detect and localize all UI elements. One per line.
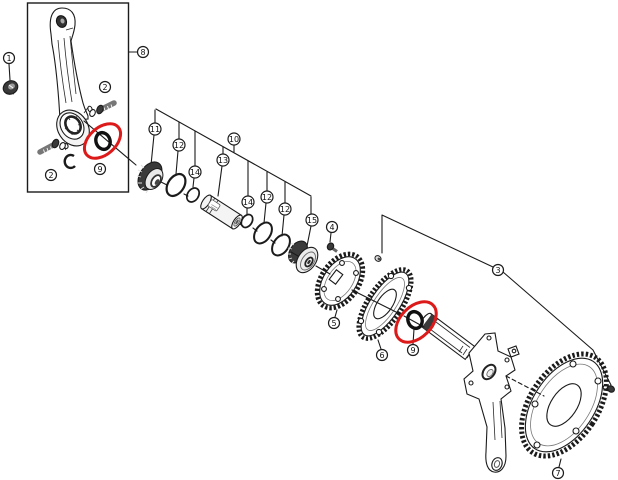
callout-12a-label: 12 [174,141,184,150]
highlight-ellipse-right [394,300,438,344]
part-2-pinch-bolt-upper [89,100,117,117]
callout-14b: 14 [241,195,255,209]
callout-9b-label: 9 [410,346,415,355]
callout-13: 13 [216,153,230,167]
callout-5: 5 [327,316,341,330]
callout-9a: 9 [93,162,107,176]
callout-12c: 12 [278,202,292,216]
callout-12b: 12 [260,190,274,204]
callout-1: 1 [2,51,16,65]
group-3-bracket-line [381,214,612,386]
part-14-oring-b [240,213,254,229]
part-9-oring-right [406,309,424,331]
part-c-clip [63,153,76,170]
callout-8: 8 [136,45,150,59]
part-chainring-bolt-left [374,255,382,262]
callout-10-label: 10 [229,135,239,144]
callout-1-label: 1 [6,54,11,63]
callout-14a: 14 [188,165,202,179]
part-9-oring-left [94,130,112,152]
part-crank-fixing-bolt [602,384,615,393]
callout-10: 10 [227,132,241,146]
callout-7-label: 7 [555,469,560,478]
leader-lines [8,51,612,468]
callout-12c-label: 12 [280,205,290,214]
callout-2a: 2 [98,80,112,94]
part-1-crank-cap [2,80,19,95]
inset-box-group [26,2,130,193]
part-left-crank-arm [49,7,93,151]
part-12-seal-ring-b [253,221,273,245]
callout-9b: 9 [406,343,420,357]
callout-4-label: 4 [329,223,334,232]
part-13-bb-sleeve [200,194,243,230]
part-4-bolt [326,242,338,253]
highlight-ellipse-left [82,122,123,160]
part-11-bearing-cup-left [136,161,164,194]
callout-15-label: 15 [307,216,317,225]
part-7-chainring-large [519,351,609,459]
callout-9a-label: 9 [97,165,102,174]
callout-3-label: 3 [495,266,500,275]
part-2-pinch-bolt-lower [37,138,66,155]
right-crank-arm [463,332,520,473]
part-12-seal-ring-a [165,172,187,198]
part-12-seal-ring-c [271,233,291,257]
part-6-chainring-middle [356,267,414,341]
callout-4: 4 [325,220,339,234]
callout-3: 3 [491,263,505,277]
callout-12b-label: 12 [262,193,272,202]
callout-11-label: 11 [150,125,160,134]
callout-2a-label: 2 [102,83,107,92]
callout-8-label: 8 [140,48,145,57]
group-10-bracket-teeth [154,109,312,215]
callout-7: 7 [551,466,565,480]
callout-14b-label: 14 [243,198,253,207]
callout-6-label: 6 [379,351,384,360]
part-14-oring-a [185,187,201,203]
callout-2b: 2 [44,168,58,182]
callout-12a: 12 [172,138,186,152]
callout-11: 11 [148,122,162,136]
part-15-bearing-cup-right [287,240,319,274]
callout-14a-label: 14 [190,168,200,177]
callout-5-label: 5 [331,319,336,328]
callout-13-label: 13 [218,156,228,165]
callout-1-circle [2,51,16,65]
callout-2b-label: 2 [48,171,53,180]
spindle [419,312,476,361]
callout-6: 6 [375,348,389,362]
callout-15: 15 [305,213,319,227]
